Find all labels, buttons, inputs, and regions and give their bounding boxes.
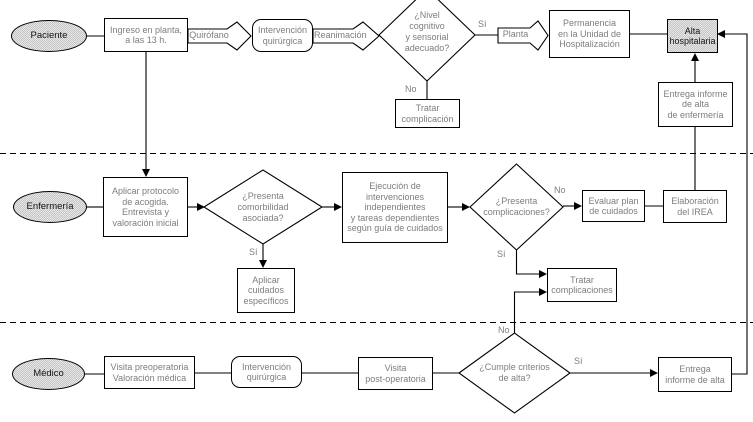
- node-visita-preoperatoria: Visita preoperatoria Valoración médica: [104, 356, 195, 389]
- edge-label-no-complicaciones: No: [554, 185, 566, 195]
- diamond-complicaciones: [469, 163, 564, 251]
- node-evaluar-plan-cuidados: Evaluar plan de cuidados: [582, 190, 645, 222]
- block-arrow-planta: [497, 20, 549, 51]
- arrowhead-into-entrega: [650, 369, 658, 377]
- node-entrega-informe-alta: Entrega informe de alta: [658, 357, 732, 392]
- edge-label-si-nivel: Sí: [478, 19, 487, 29]
- node-tratar-complicaciones: Tratar complicaciones: [547, 268, 617, 302]
- lane-label-enfermeria: Enfermería: [13, 191, 87, 223]
- edge-cumple-no-tratar: [513, 291, 540, 333]
- node-entrega-informe-enfermeria: Entrega informe de alta de enfermería: [658, 82, 733, 127]
- edge-complicaciones-si-tratar: [515, 250, 540, 275]
- node-tratar-complicacion: Tratar complicación: [395, 99, 460, 128]
- node-permanencia-hospitalizacion: Permanencia en la Unidad de Hospitalizac…: [549, 10, 630, 58]
- node-visita-postoperatoria: Visita post-operatoria: [358, 357, 433, 390]
- arrowhead-into-alta-right: [717, 30, 725, 38]
- arrowhead-into-cuidados: [259, 260, 267, 268]
- node-alta-hospitalaria: Alta hospitalaria: [667, 19, 718, 53]
- diamond-cumple-criterios: [458, 332, 571, 414]
- node-intervencion-quirurgica-medico: Intervención quirúrgica: [231, 356, 302, 388]
- edge-label-si-complicaciones: Sí: [497, 249, 506, 259]
- edge-label-quirofano: Quirófano: [189, 30, 229, 40]
- edge-label-no-nivel: No: [405, 84, 417, 94]
- arrowhead-into-tratar-upper: [539, 270, 547, 278]
- decision-nivel-cognitivo: ¿Nivel cognitivo y sensorial adecuado?: [404, 10, 450, 53]
- edge-label-planta: Planta: [502, 29, 529, 39]
- lane-label-medico: Médico: [12, 358, 85, 390]
- diamond-comorbilidad: [202, 169, 324, 245]
- block-arrow-reanimacion: [312, 21, 380, 51]
- arrowhead-into-ejecucion: [334, 203, 342, 211]
- block-arrow-quirofano: [187, 21, 252, 51]
- lane-label-paciente: Paciente: [11, 20, 87, 52]
- node-ejecucion-intervenciones: Ejecución de intervenciones independient…: [342, 172, 448, 243]
- edge-label-no-cumple: No: [498, 325, 510, 335]
- arrowhead-into-protocolo: [142, 169, 150, 177]
- decision-comorbilidad: ¿Presenta comorbilidad asociada?: [237, 190, 289, 223]
- edge-label-si-cumple: Sí: [574, 356, 583, 366]
- edge-label-reanimacion: Reanimación: [314, 30, 367, 40]
- arrowhead-into-complicaciones: [462, 203, 470, 211]
- node-aplicar-cuidados-especificos: Aplicar cuidados específicos: [237, 268, 295, 313]
- diamond-nivel-cognitivo: [378, 0, 476, 82]
- edge-label-si-comorbilidad: Sí: [249, 247, 258, 257]
- decision-complicaciones: ¿Presenta complicaciones?: [483, 196, 550, 217]
- arrowhead-into-evaluar: [574, 202, 582, 210]
- edge-entrega-alta-rail: [724, 33, 748, 375]
- node-ingreso-planta: Ingreso en planta, a las 13 h.: [104, 18, 188, 52]
- decision-cumple-criterios: ¿Cumple criterios de alta?: [479, 362, 550, 383]
- node-elaboracion-irea: Elaboración del IREA: [663, 190, 727, 223]
- arrowhead-into-tratar-lower: [539, 288, 547, 296]
- node-intervencion-quirurgica-paciente: Intervención quirúrgica: [252, 19, 313, 52]
- arrowhead-into-alta-bottom: [691, 53, 699, 61]
- node-aplicar-protocolo: Aplicar protocolo de acogida. Entrevista…: [103, 177, 188, 237]
- arrowhead-into-comorbilidad: [197, 203, 205, 211]
